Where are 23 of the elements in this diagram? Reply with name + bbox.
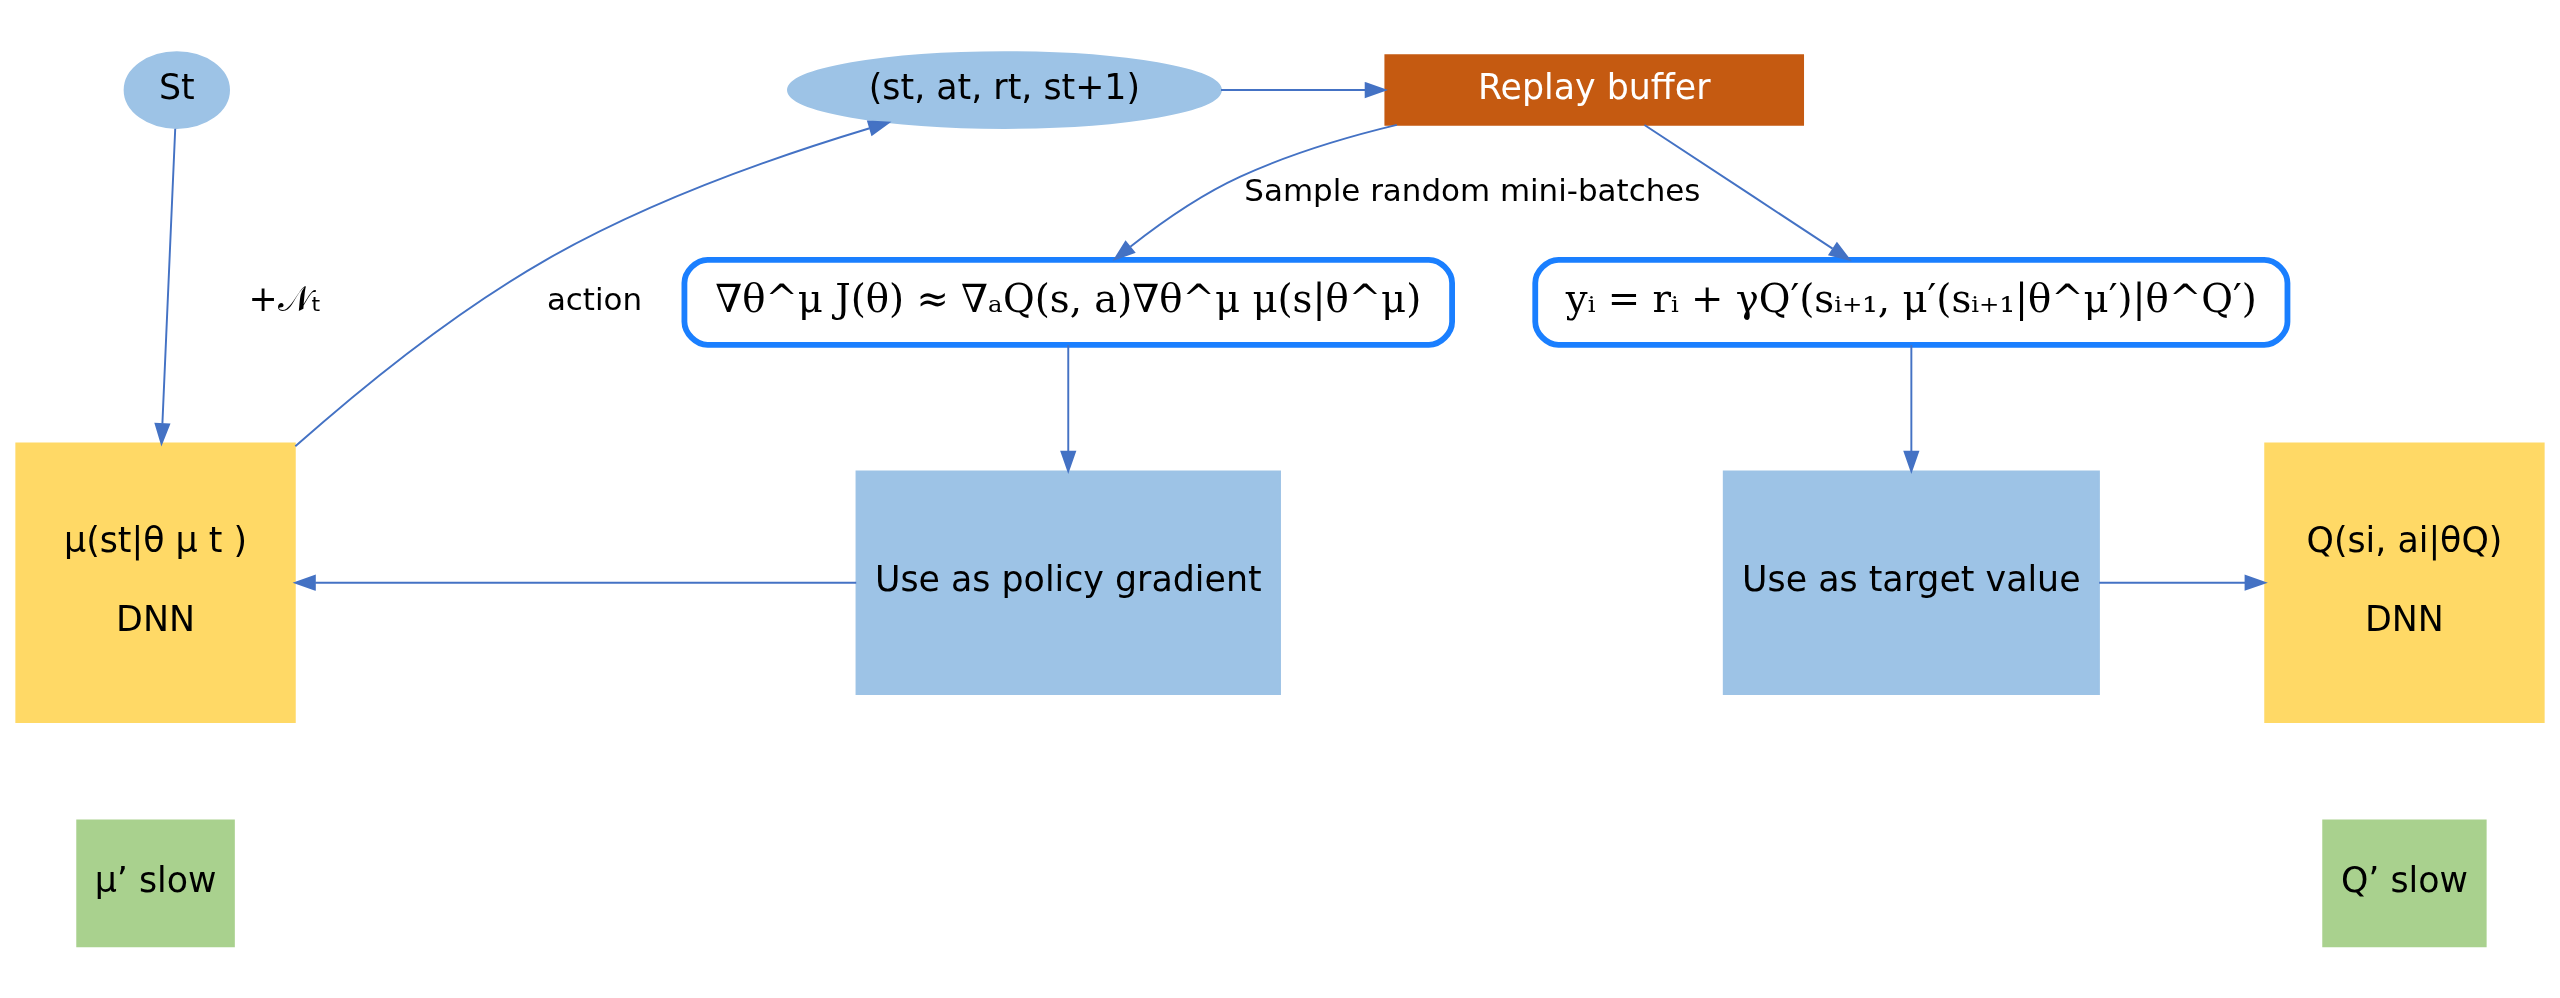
arrow (1220, 81, 1388, 99)
edge-label: Sample random mini-batches (1244, 172, 1701, 209)
node-box: Use as target value (1722, 470, 2100, 695)
node-ellipse: St (123, 51, 230, 129)
node-box: Q’ slow (2322, 819, 2487, 948)
arrow (154, 127, 177, 447)
arrow (2098, 574, 2268, 591)
arrow (292, 574, 858, 591)
node-box: Use as policy gradient (855, 470, 1281, 695)
node-box: Replay buffer (1384, 54, 1805, 126)
node-ellipse: (st, at, rt, st+1) (787, 51, 1222, 129)
edge-label: action (546, 280, 643, 317)
arrow (1903, 344, 1920, 475)
arrow (1112, 123, 1398, 262)
arrow (1060, 344, 1077, 475)
node-box: yᵢ = rᵢ + γQ′(sᵢ₊₁, μ′(sᵢ₊₁|θ^μ′)|θ^Q′) (1532, 256, 2291, 348)
arrow (294, 120, 892, 448)
node-box: Q(si, ai|θQ) DNN (2264, 442, 2545, 723)
label: +𝒩ₜ (248, 278, 322, 319)
node-box: μ(st|θ μ t ) DNN (15, 442, 296, 723)
arrow (1643, 124, 1852, 262)
node-box: ∇θ^μ J(θ) ≈ ∇ₐQ(s, a)∇θ^μ μ(s|θ^μ) (681, 256, 1455, 348)
node-box: μ’ slow (76, 819, 235, 948)
